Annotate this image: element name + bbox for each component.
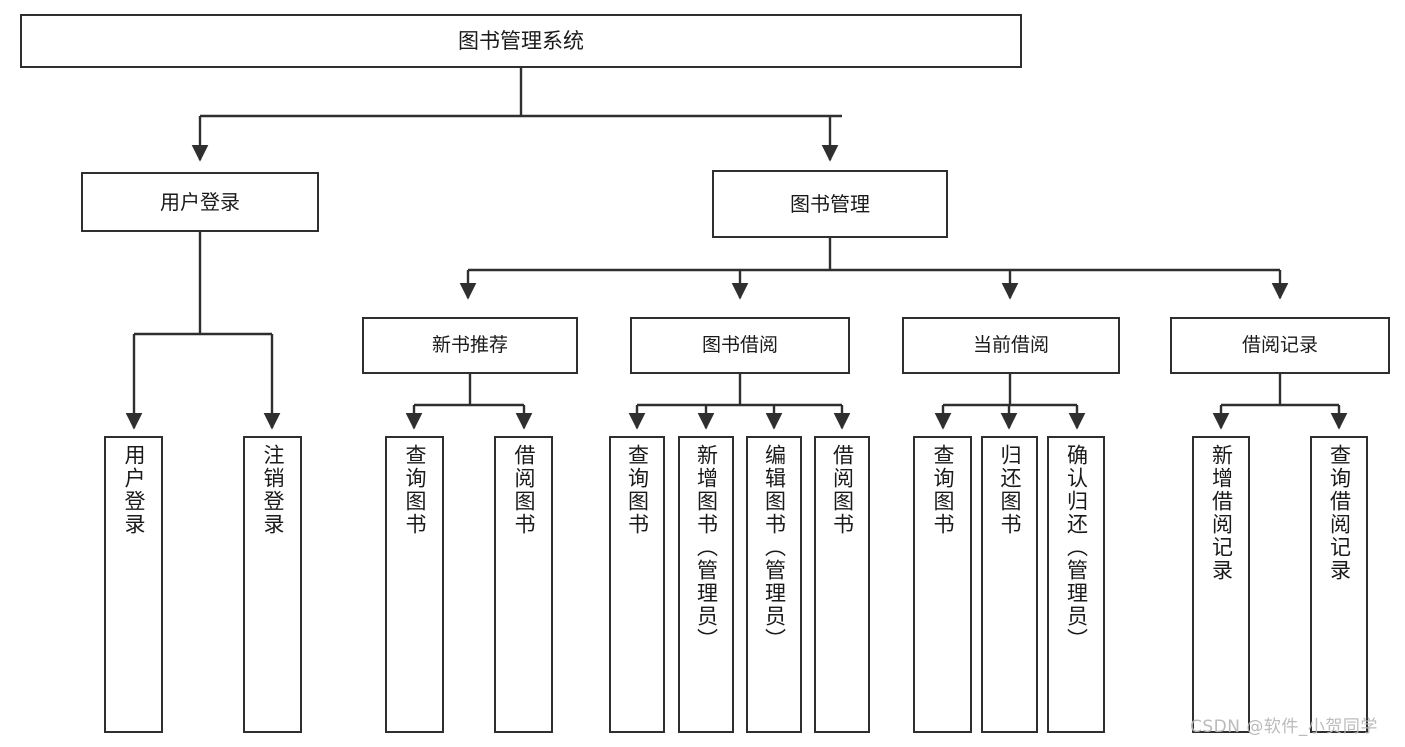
node-label: 新增图书（管理员） [694,444,719,651]
node-root-system[interactable]: 图书管理系统 [20,14,1022,68]
node-label: 查询图书 [625,444,650,536]
node-label: 图书管理 [790,191,870,216]
node-label: 新书推荐 [431,333,508,356]
node-book-borrow[interactable]: 图书借阅 [630,317,850,374]
leaf-user-logout[interactable]: 注销登录 [243,436,302,733]
node-new-book-recommend[interactable]: 新书推荐 [362,317,578,374]
node-label: 注销登录 [261,444,285,536]
leaf-edit-book-admin[interactable]: 编辑图书（管理员） [746,436,802,733]
node-label: 确认归还（管理员） [1064,444,1089,651]
node-book-management[interactable]: 图书管理 [712,170,948,238]
leaf-query-book-current[interactable]: 查询图书 [913,436,972,733]
node-label: 用户登录 [122,444,146,536]
leaf-query-book-borrow[interactable]: 查询图书 [609,436,665,733]
node-label: 借阅图书 [512,444,536,536]
node-borrow-record[interactable]: 借阅记录 [1170,317,1390,374]
node-label: 查询借阅记录 [1327,444,1352,582]
node-label: 查询图书 [403,444,427,536]
csdn-watermark: CSDN @软件_小贺同学 [1190,717,1378,737]
node-label: 当前借阅 [972,333,1049,356]
leaf-query-book-recommend[interactable]: 查询图书 [385,436,444,733]
node-label: 图书借阅 [701,333,778,356]
node-label: 借阅图书 [830,444,855,536]
leaf-borrow-book-recommend[interactable]: 借阅图书 [494,436,553,733]
node-label: 借阅记录 [1241,333,1318,356]
leaf-add-book-admin[interactable]: 新增图书（管理员） [678,436,734,733]
node-label: 查询图书 [931,444,955,536]
node-label: 编辑图书（管理员） [762,444,787,651]
node-user-login[interactable]: 用户登录 [81,172,319,232]
leaf-user-login[interactable]: 用户登录 [104,436,163,733]
node-label: 用户登录 [160,189,240,214]
leaf-query-borrow-record[interactable]: 查询借阅记录 [1310,436,1368,733]
leaf-add-borrow-record[interactable]: 新增借阅记录 [1192,436,1250,733]
leaf-return-book[interactable]: 归还图书 [981,436,1038,733]
leaf-confirm-return-admin[interactable]: 确认归还（管理员） [1047,436,1105,733]
node-current-borrow[interactable]: 当前借阅 [902,317,1120,374]
leaf-borrow-book[interactable]: 借阅图书 [814,436,870,733]
node-label: 归还图书 [998,444,1022,536]
node-label: 图书管理系统 [458,28,584,53]
node-label: 新增借阅记录 [1209,444,1234,582]
